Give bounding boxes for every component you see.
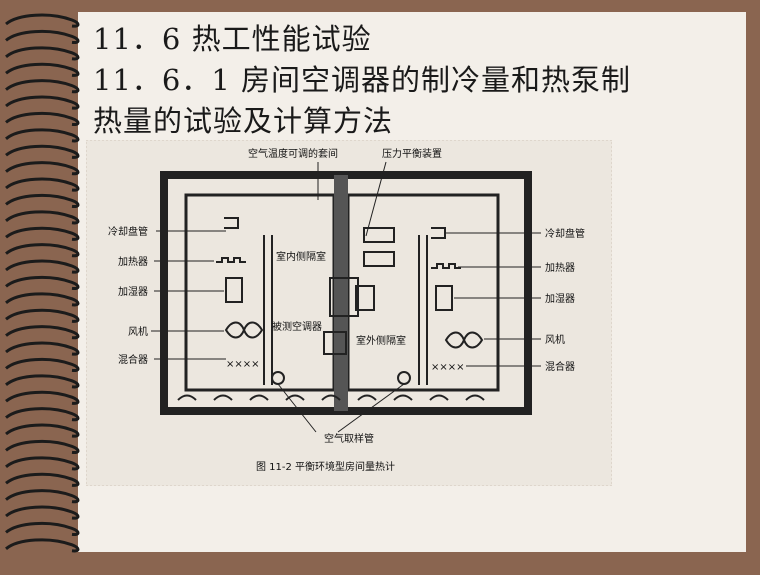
- label-left-fan: 风机: [128, 325, 148, 338]
- spiral-ring: [5, 357, 80, 373]
- spiral-ring: [5, 29, 80, 45]
- pressure-balance-device: [363, 227, 395, 243]
- right-fan-icon: [444, 331, 484, 349]
- label-right-heater: 加热器: [545, 261, 575, 274]
- label-outdoor-room: 室外侧隔室: [356, 334, 406, 347]
- label-left-mixer: 混合器: [118, 353, 148, 366]
- spiral-ring: [5, 128, 80, 143]
- left-fan-icon: [224, 321, 264, 339]
- left-cooling-coil-icon: [224, 217, 239, 229]
- subsection-title-continued: 热量的试验及计算方法: [93, 104, 394, 138]
- spiral-ring: [5, 259, 80, 274]
- spiral-ring: [5, 374, 80, 389]
- label-left-cooling-coil: 冷却盘管: [108, 225, 148, 238]
- spiral-ring: [5, 177, 80, 192]
- label-adjustable-room: 空气温度可调的套间: [248, 147, 338, 160]
- right-humidifier-icon: [435, 285, 453, 311]
- spiral-ring: [5, 13, 80, 28]
- calorimeter-figure: 空气温度可调的套间 压力平衡装置 冷却盘管 加热器 加湿器 风机 混合器 冷却盘…: [85, 139, 613, 487]
- spiral-ring: [5, 489, 80, 504]
- spiral-ring: [5, 275, 80, 291]
- label-right-fan: 风机: [545, 333, 565, 346]
- label-left-humidifier: 加湿器: [118, 286, 148, 298]
- spiral-ring: [5, 111, 80, 127]
- spiral-ring: [5, 161, 80, 176]
- floor-supports: [177, 394, 485, 401]
- spiral-ring: [5, 243, 80, 258]
- spiral-ring: [5, 538, 80, 553]
- spiral-ring: [5, 325, 80, 340]
- spiral-ring: [5, 62, 80, 77]
- label-right-xxxx: ××××: [431, 362, 465, 373]
- label-left-heater: 加热器: [118, 255, 148, 268]
- spiral-ring: [5, 226, 80, 241]
- label-sampling-tube: 空气取样管: [324, 432, 374, 445]
- spiral-ring: [5, 390, 80, 405]
- unit-under-test: [329, 277, 359, 317]
- label-right-humidifier: 加湿器: [545, 293, 575, 305]
- right-heater-icon: [431, 263, 461, 269]
- spiral-ring: [5, 341, 80, 356]
- label-right-mixer: 混合器: [545, 360, 575, 373]
- spiral-ring: [5, 472, 80, 487]
- subsection-title: 11．6．1 房间空调器的制冷量和热泵制: [93, 63, 632, 97]
- figure-caption: 图 11-2 平衡环境型房间量热计: [256, 460, 395, 473]
- spiral-ring: [5, 95, 80, 110]
- label-right-cooling-coil: 冷却盘管: [545, 227, 585, 240]
- spiral-ring: [5, 144, 80, 159]
- spiral-ring: [5, 308, 80, 323]
- right-cooling-coil-icon: [431, 227, 446, 239]
- spiral-ring: [5, 521, 80, 537]
- label-pressure-balance: 压力平衡装置: [382, 147, 442, 160]
- spiral-ring: [5, 439, 80, 455]
- partition-wall: [334, 175, 348, 411]
- label-indoor-room: 室内侧隔室: [276, 250, 326, 263]
- spiral-ring: [5, 79, 80, 94]
- spiral-binding: [5, 13, 80, 553]
- spiral-ring: [5, 505, 80, 520]
- spiral-ring: [5, 210, 80, 225]
- spiral-ring: [5, 292, 80, 307]
- spiral-ring: [5, 46, 80, 61]
- spiral-ring: [5, 423, 80, 438]
- spiral-ring: [5, 193, 80, 209]
- left-humidifier-icon: [225, 277, 243, 303]
- label-unit-under-test: 被测空调器: [272, 320, 322, 333]
- section-title: 11．6 热工性能试验: [93, 22, 372, 56]
- label-left-xxxx: ××××: [226, 359, 260, 370]
- spiral-ring: [5, 407, 80, 422]
- left-heater-icon: [216, 257, 246, 263]
- spiral-ring: [5, 456, 80, 471]
